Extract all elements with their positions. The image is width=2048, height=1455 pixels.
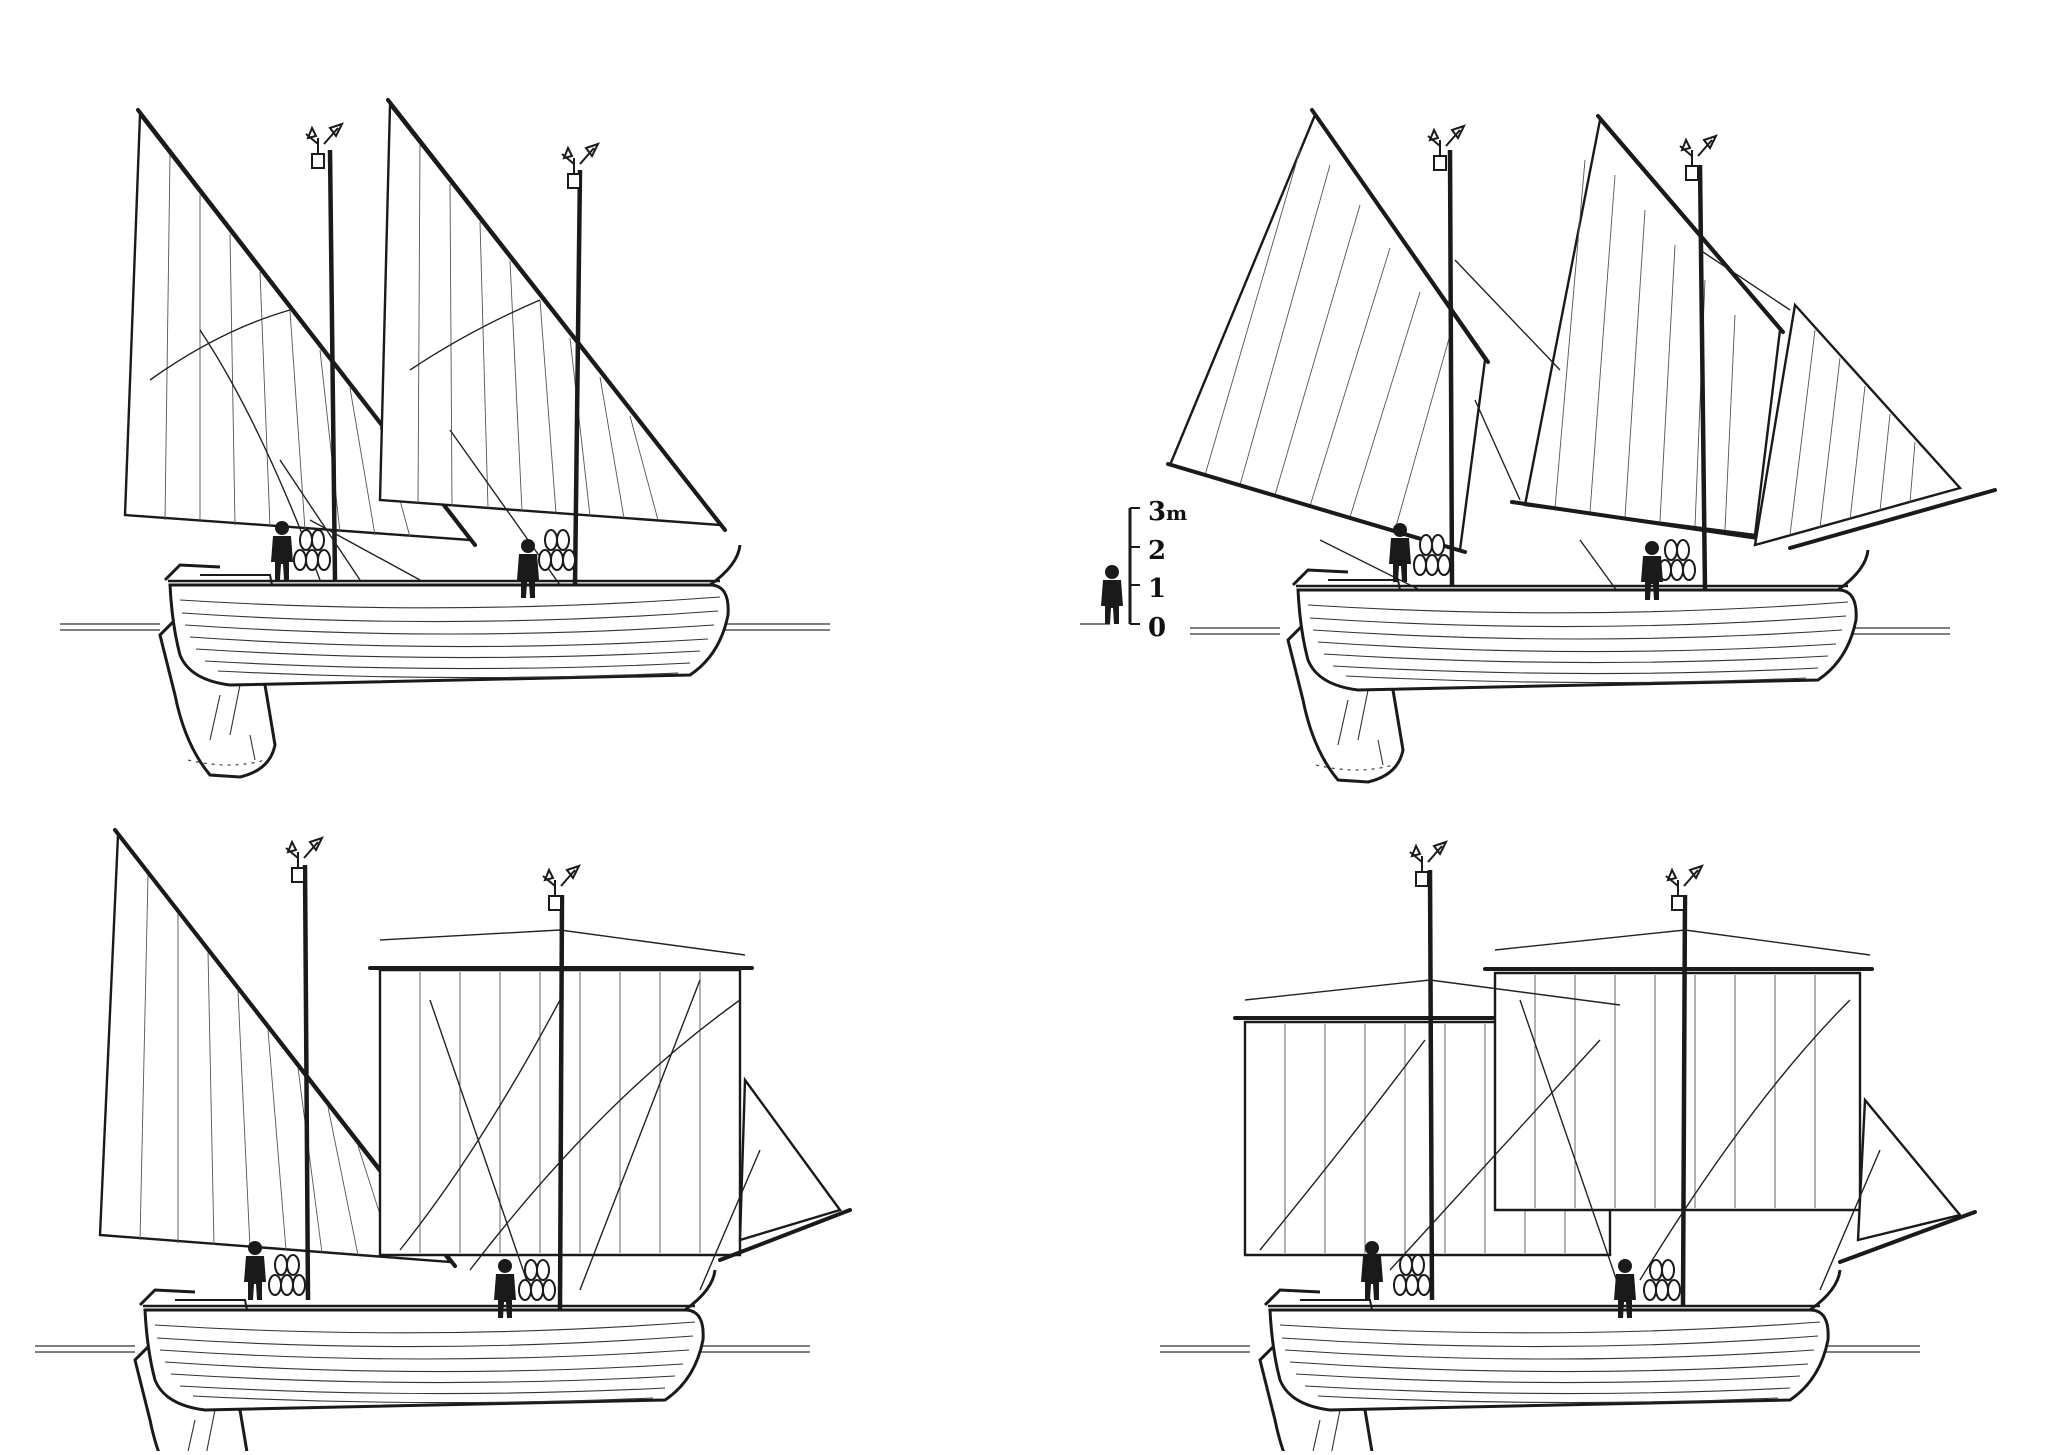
scale-tick-1: 1 (1148, 574, 1166, 604)
aft-rope-coils (293, 529, 331, 571)
scale-bar: 0 1 2 3 m (1080, 497, 1187, 643)
fore-wind-vane (561, 143, 599, 189)
aft-mast (327, 149, 338, 581)
fore-square-sail (1493, 971, 1862, 1212)
fore-staysail-3 (738, 1076, 842, 1242)
fore-mast (572, 169, 583, 586)
hull-with-rudder-2 (1286, 548, 1870, 784)
hull-with-rudder-4 (1258, 1268, 1842, 1455)
aft-wind-vane (305, 123, 343, 169)
scale-unit: m (1166, 501, 1187, 525)
scale-tick-2: 2 (1148, 536, 1166, 566)
sailor-silhouette-aft (271, 521, 293, 580)
panel-two-square-ship (1160, 841, 1977, 1455)
hull-with-rudder-3 (133, 1268, 717, 1455)
scale-tick-3: 3 (1148, 497, 1166, 527)
jib-sail (1753, 302, 1963, 547)
fore-lateen-sail (378, 101, 723, 527)
hull-with-rudder (158, 543, 742, 779)
aft-lateen-sail-2 (1168, 112, 1487, 552)
fore-lateen-yard (386, 98, 727, 532)
scale-person-silhouette (1101, 565, 1123, 624)
panel-lateen-square-ship (35, 828, 852, 1455)
scale-tick-0: 0 (1148, 613, 1166, 643)
panel-two-lateen-ship (60, 98, 830, 779)
sailor-silhouette-3a (244, 1241, 266, 1300)
panel-two-lateen-jib-ship (1166, 108, 1997, 784)
fore-rope-coils (538, 529, 576, 571)
fore-staysail-4 (1856, 1096, 1963, 1242)
